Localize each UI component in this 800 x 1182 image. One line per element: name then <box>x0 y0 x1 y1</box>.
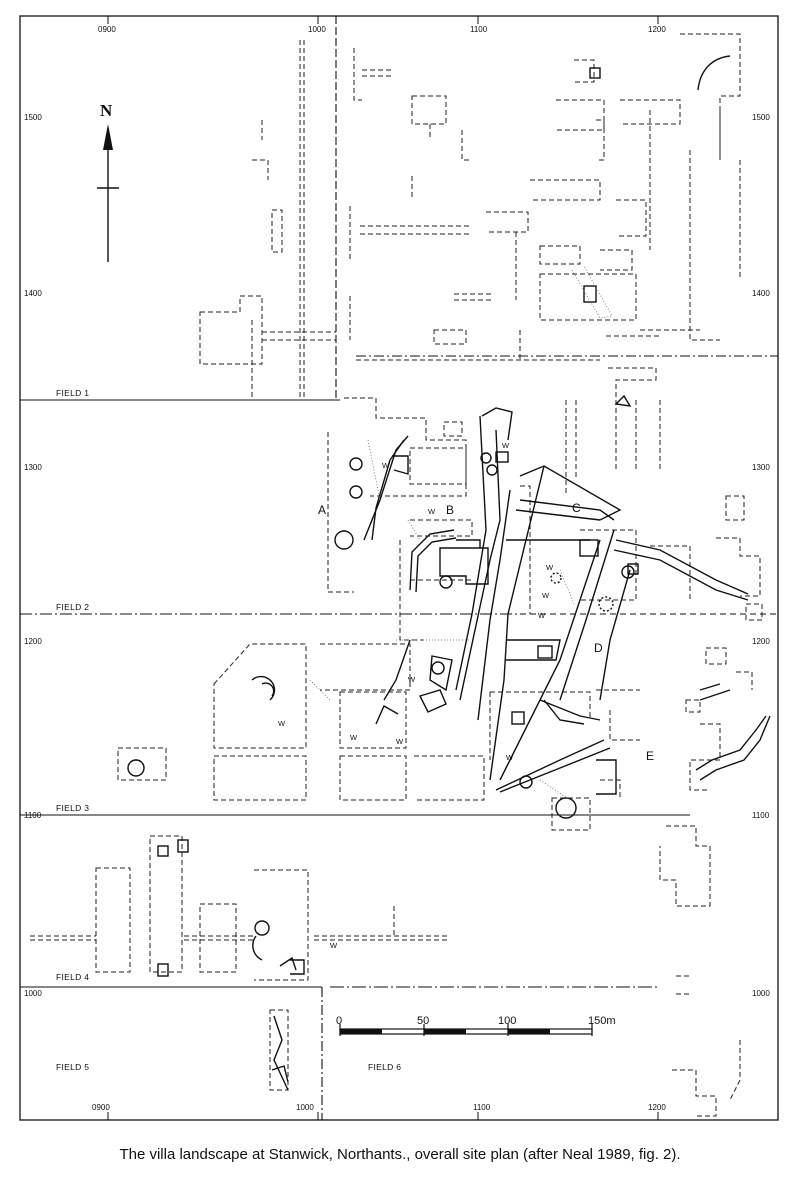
easting-top-1200: 1200 <box>648 25 666 34</box>
well-mark: W <box>538 611 546 620</box>
map-caption: The villa landscape at Stanwick, Northan… <box>119 1146 681 1163</box>
grid-ticks <box>107 16 659 1120</box>
site-plan: 0900 1000 1100 1200 0900 1000 1100 1200 … <box>19 15 779 1121</box>
northing-right-1000: 1000 <box>752 989 770 998</box>
scale-label-150m: 150m <box>588 1015 616 1027</box>
scale-label-100: 100 <box>498 1015 516 1027</box>
well-mark: W <box>350 733 358 742</box>
easting-bottom-0900: 0900 <box>92 1103 110 1112</box>
well-mark: W <box>502 441 510 450</box>
easting-bottom-1200: 1200 <box>648 1103 666 1112</box>
well-mark: W <box>408 675 416 684</box>
easting-top-0900: 0900 <box>98 25 116 34</box>
northing-right-1400: 1400 <box>752 289 770 298</box>
dashed-features <box>30 33 763 1117</box>
northing-left-1300: 1300 <box>24 463 42 472</box>
scale-bar: 0 50 100 150m <box>336 1015 616 1036</box>
scale-label-0: 0 <box>336 1015 342 1027</box>
villa-buildings <box>273 55 771 1091</box>
well-mark: W <box>506 753 514 762</box>
map-frame <box>19 15 779 1121</box>
field-6-label: FIELD 6 <box>368 1062 401 1072</box>
well-mark: W <box>330 941 338 950</box>
well-mark: W <box>542 591 550 600</box>
field-4-label: FIELD 4 <box>56 972 89 982</box>
building-blocks <box>157 67 639 1083</box>
northing-right-1300: 1300 <box>752 463 770 472</box>
field-2-label: FIELD 2 <box>56 602 89 612</box>
area-b-label: B <box>446 503 454 517</box>
northing-right-1100: 1100 <box>752 811 770 820</box>
easting-bottom-1000: 1000 <box>296 1103 314 1112</box>
well-mark: W <box>382 461 390 470</box>
north-arrow: N <box>97 101 119 262</box>
stippled-areas <box>309 265 613 801</box>
northing-left-1200: 1200 <box>24 637 42 646</box>
well-mark: W <box>396 737 404 746</box>
well-mark: W <box>278 719 286 728</box>
well-mark: W <box>428 507 436 516</box>
northing-right-1200: 1200 <box>752 637 770 646</box>
field-3-label: FIELD 3 <box>56 803 89 813</box>
area-e-label: E <box>646 749 654 763</box>
field-5-label: FIELD 5 <box>56 1062 89 1072</box>
north-label: N <box>100 101 113 120</box>
area-d-label: D <box>594 641 603 655</box>
circular-features <box>127 452 635 961</box>
northing-right-1500: 1500 <box>752 113 770 122</box>
well-mark: W <box>546 563 554 572</box>
northing-left-1000: 1000 <box>24 989 42 998</box>
easting-bottom-1100: 1100 <box>473 1103 491 1112</box>
easting-top-1100: 1100 <box>470 25 488 34</box>
northing-left-1500: 1500 <box>24 113 42 122</box>
field-boundaries <box>20 16 778 1120</box>
field-1-label: FIELD 1 <box>56 388 89 398</box>
northing-left-1400: 1400 <box>24 289 42 298</box>
scale-label-50: 50 <box>417 1015 429 1027</box>
area-c-label: C <box>572 501 581 515</box>
area-a-label: A <box>318 503 326 517</box>
easting-top-1000: 1000 <box>308 25 326 34</box>
